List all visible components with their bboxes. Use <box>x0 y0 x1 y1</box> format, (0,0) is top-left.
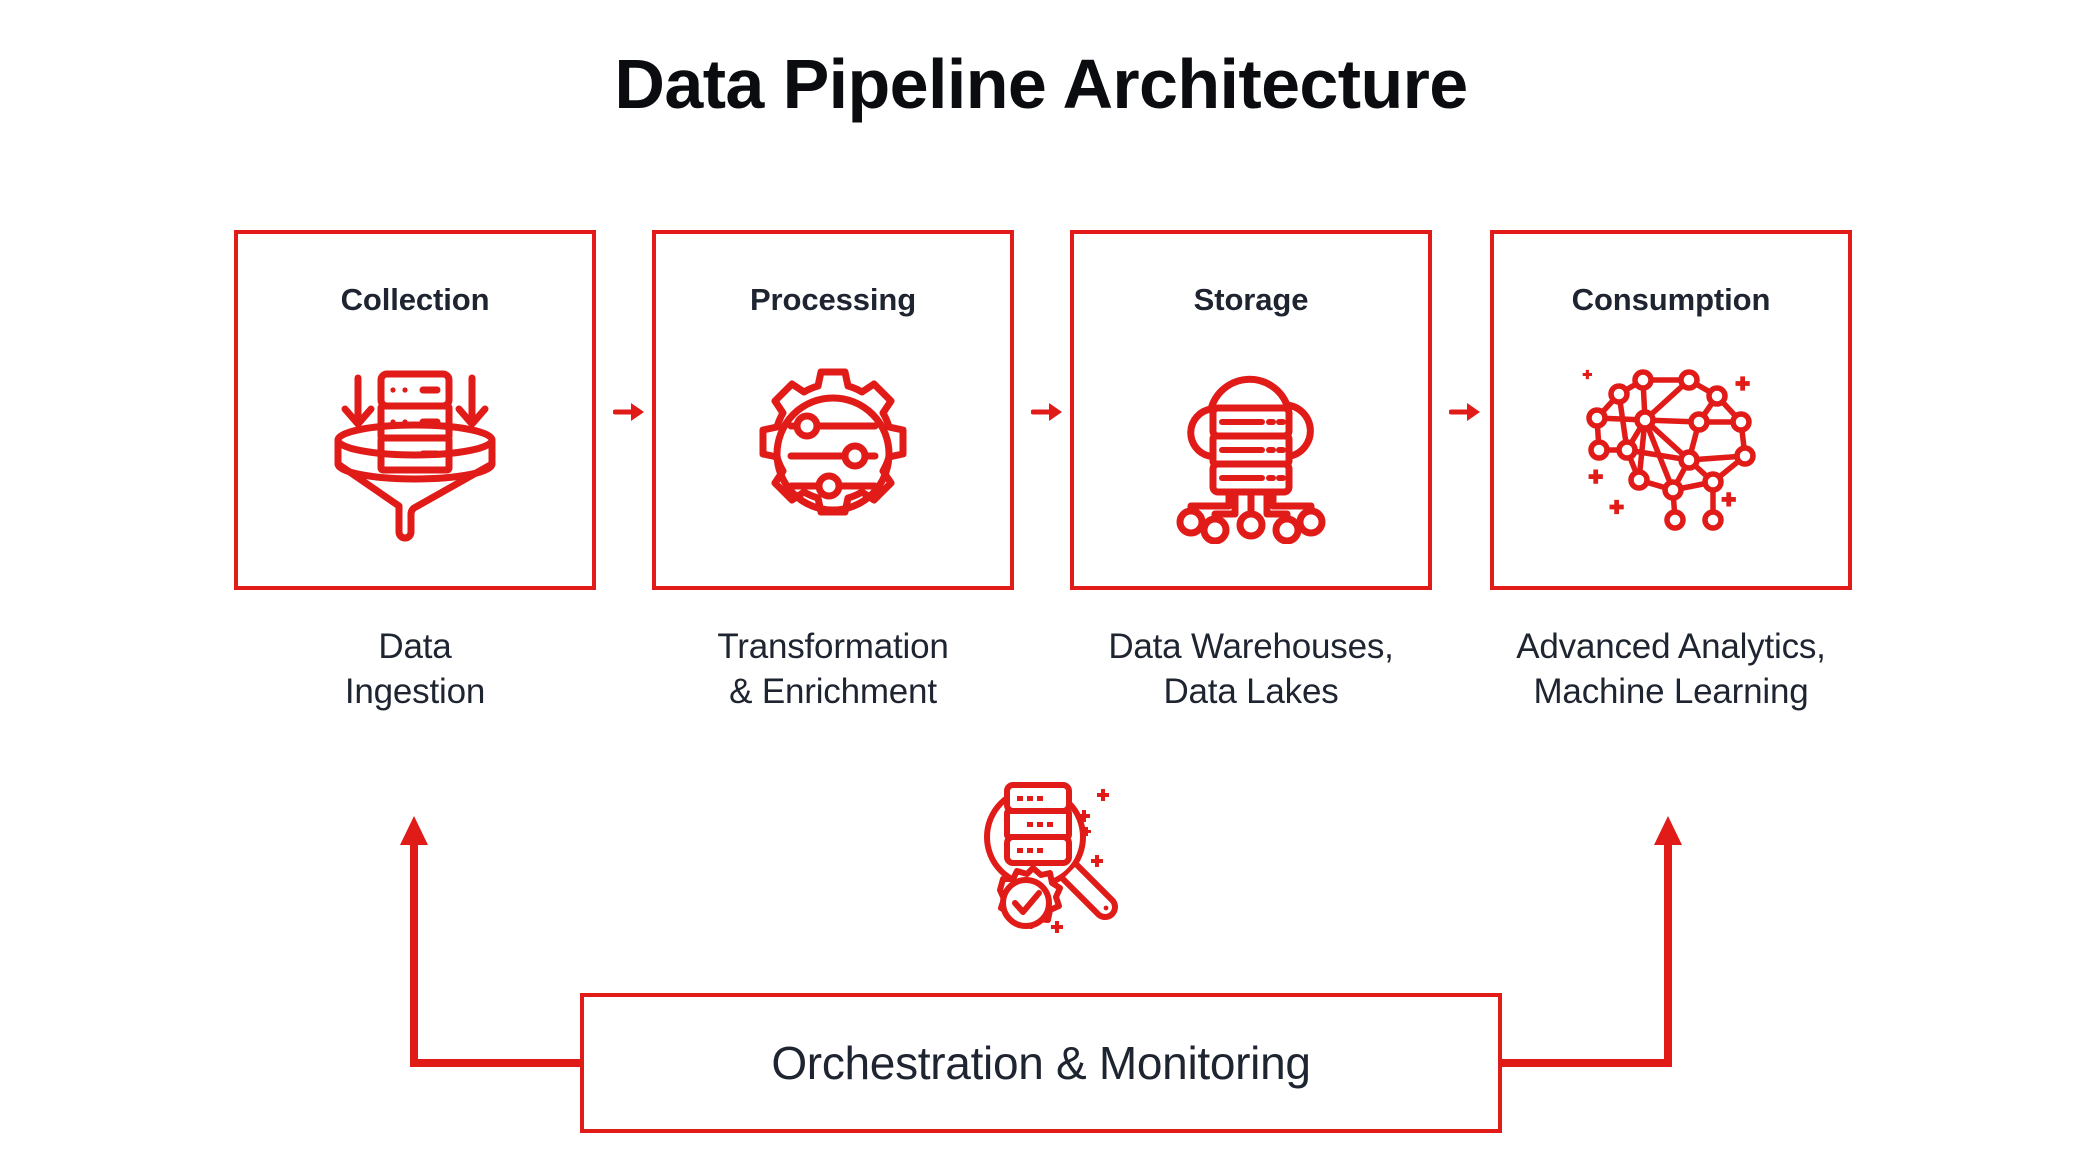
magnifier-server-gear-check-icon <box>965 775 1140 950</box>
caption-collection-line1: Data <box>378 627 452 666</box>
step-title-storage: Storage <box>1193 282 1309 317</box>
arrow-up-icon-right <box>1654 816 1682 845</box>
arrow-up-icon-left <box>400 816 428 845</box>
step-box-consumption[interactable]: Consumption <box>1490 230 1852 590</box>
arrow-right-icon-3 <box>1448 400 1483 424</box>
caption-collection-line2: Ingestion <box>344 671 486 711</box>
step-box-processing[interactable]: Processing <box>652 230 1014 590</box>
cloud-server-network-icon <box>1161 364 1341 545</box>
page-title: Data Pipeline Architecture <box>614 45 1468 123</box>
caption-processing-line1: Transformation <box>717 627 949 666</box>
caption-collection: Data Ingestion <box>234 625 596 715</box>
funnel-server-icon <box>325 364 505 544</box>
caption-consumption-line2: Machine Learning <box>1533 671 1809 711</box>
caption-consumption-line1: Advanced Analytics, <box>1516 627 1826 666</box>
step-title-processing: Processing <box>749 282 917 317</box>
caption-consumption: Advanced Analytics, Machine Learning <box>1440 625 1902 715</box>
step-title-collection: Collection <box>340 282 490 317</box>
caption-processing: Transformation & Enrichment <box>612 625 1054 715</box>
step-box-collection[interactable]: Collection <box>234 230 596 590</box>
caption-storage-line1: Data Warehouses, <box>1108 627 1394 666</box>
gear-sliders-icon <box>743 364 923 544</box>
caption-storage-line2: Data Lakes <box>1163 671 1339 711</box>
orchestration-monitoring-label: Orchestration & Monitoring <box>771 1037 1311 1089</box>
arrow-right-icon-2 <box>1030 400 1065 424</box>
step-box-storage[interactable]: Storage <box>1070 230 1432 590</box>
step-title-consumption: Consumption <box>1571 282 1771 317</box>
caption-processing-line2: & Enrichment <box>729 671 937 711</box>
neural-network-icon <box>1581 364 1761 544</box>
caption-storage: Data Warehouses, Data Lakes <box>1020 625 1482 715</box>
arrow-right-icon-1 <box>612 400 647 424</box>
orchestration-monitoring-box[interactable]: Orchestration & Monitoring <box>580 993 1502 1133</box>
